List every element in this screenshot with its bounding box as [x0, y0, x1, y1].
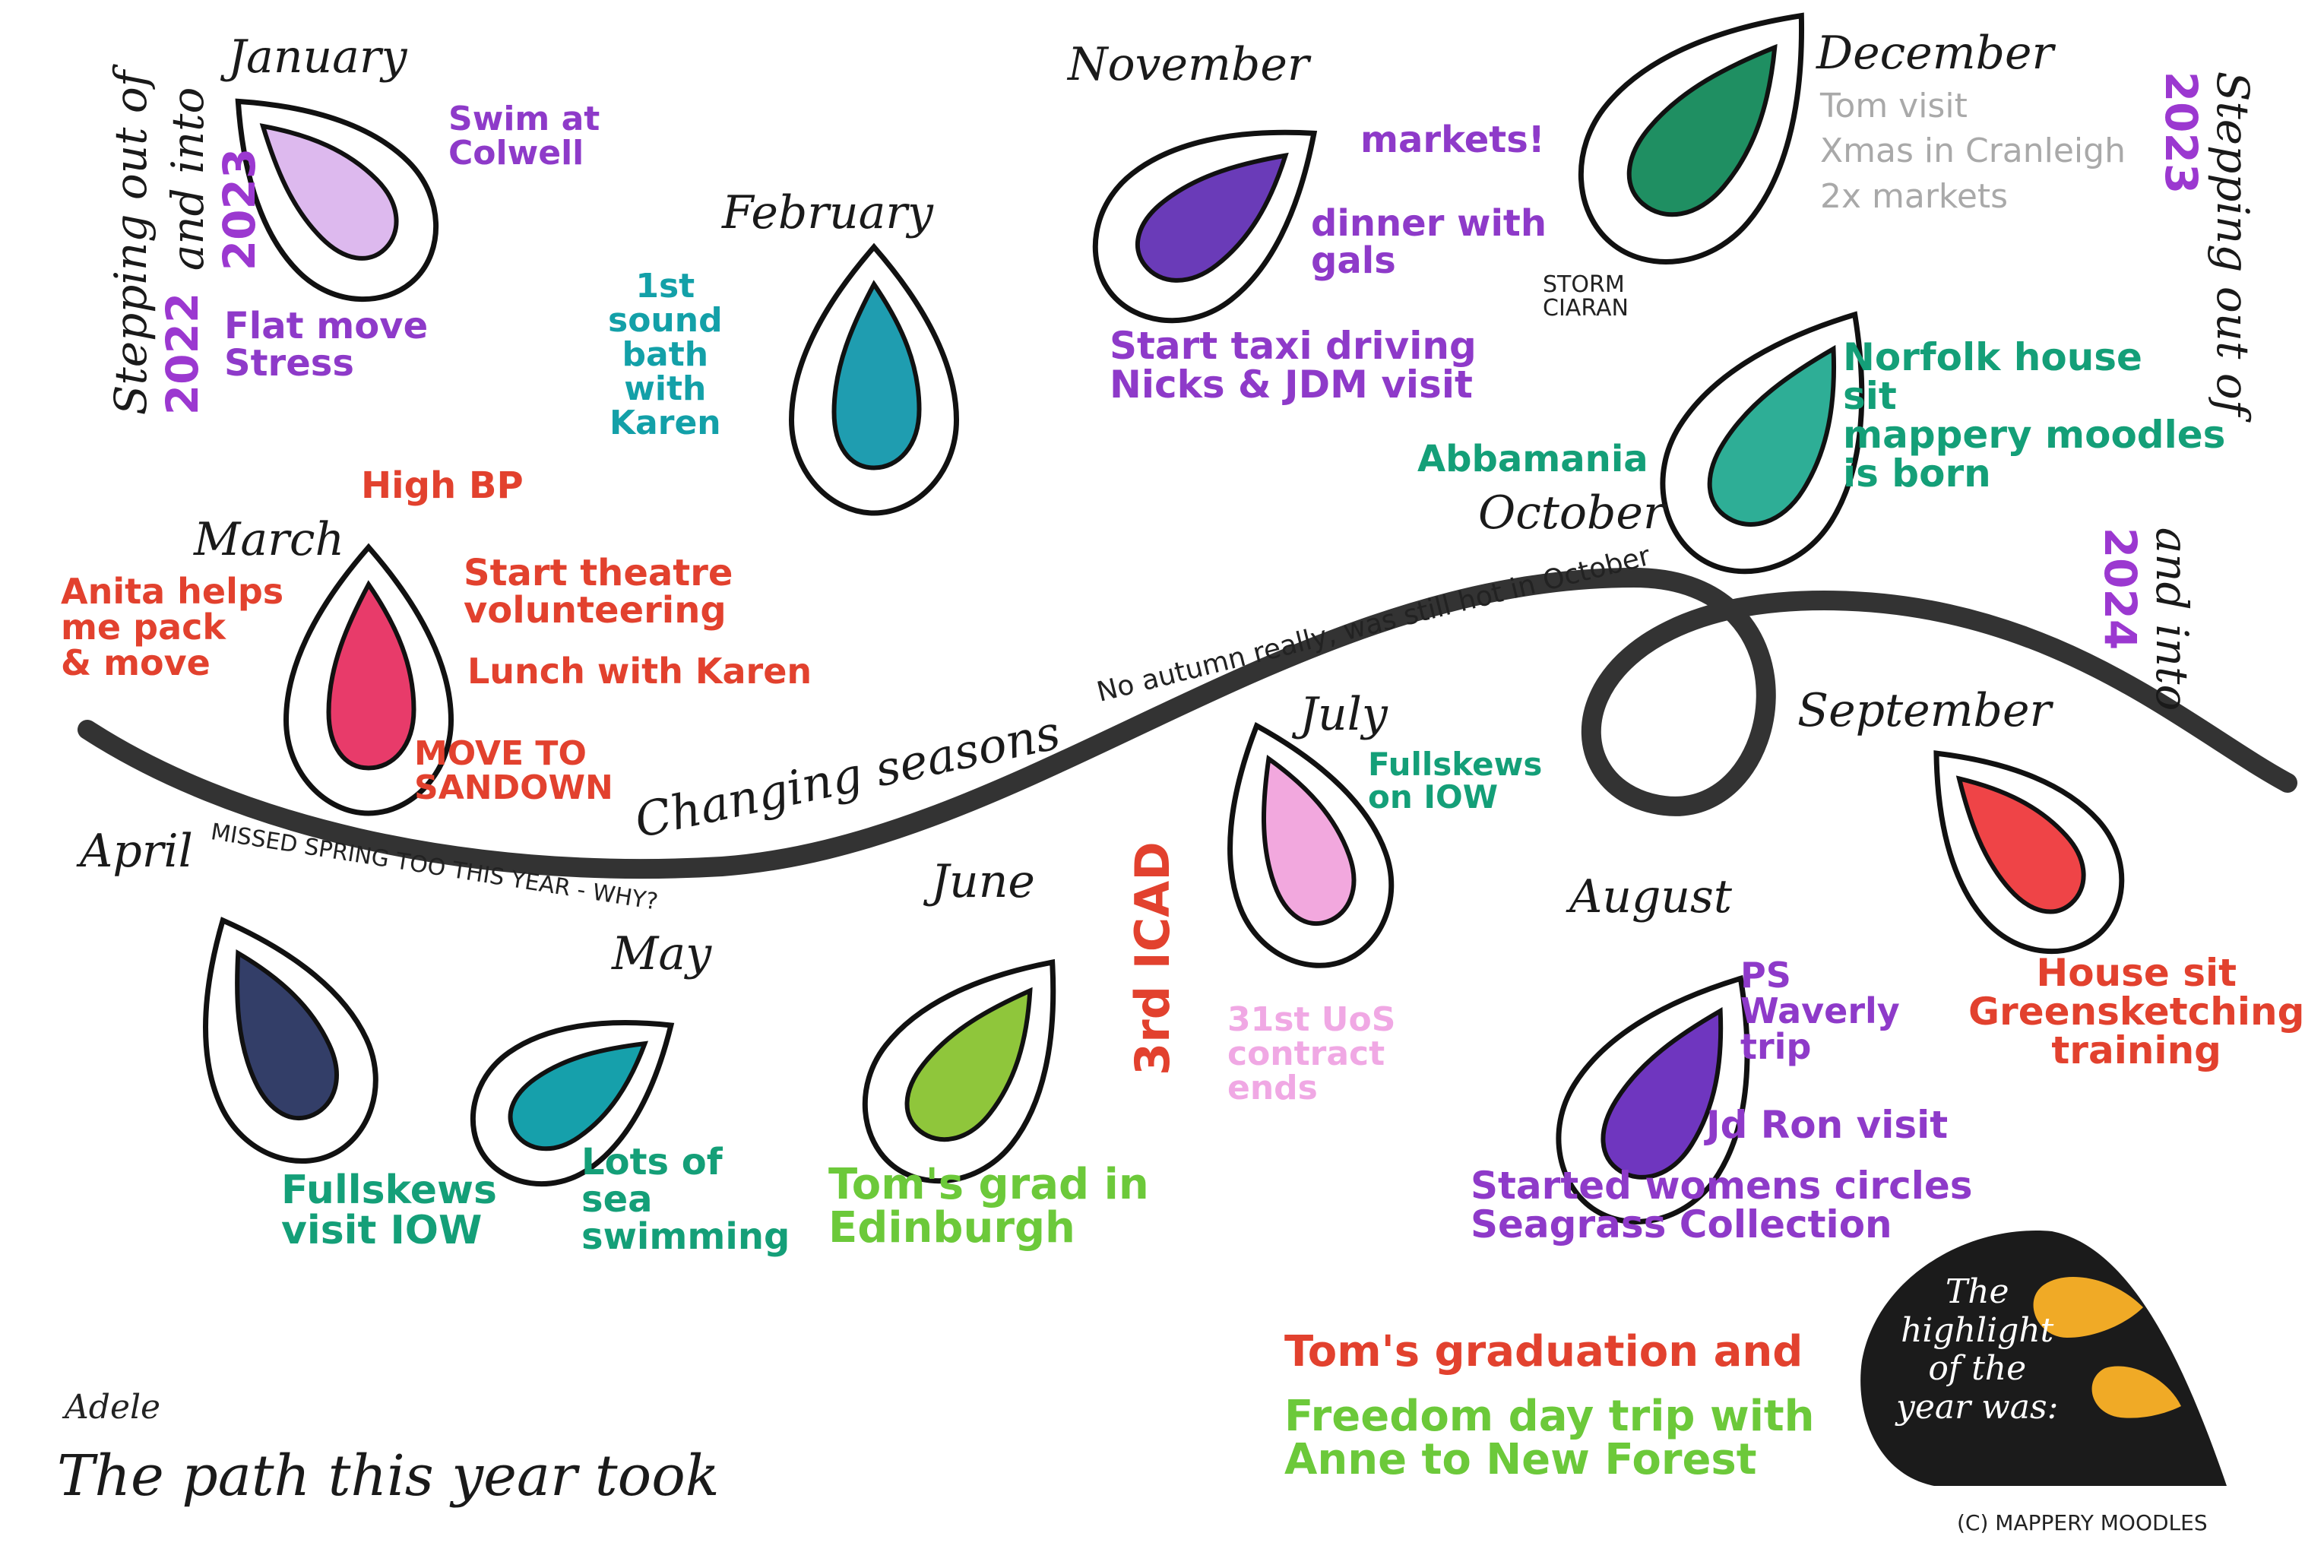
signature: Adele — [65, 1388, 161, 1427]
note-march-high-bp: High BP — [361, 464, 524, 507]
leaf-january-fill — [259, 123, 399, 261]
leaf-december — [1578, 12, 1805, 265]
note-october-abbamania: Abbamania — [1417, 438, 1648, 480]
note-april-fullskews: Fullskews visit IOW — [281, 1167, 497, 1254]
leaf-april-fill — [235, 949, 339, 1120]
highlight-prompt: The highlight of the year was: — [1896, 1272, 2059, 1427]
highlight-answer-1: Tom's graduation and — [1284, 1327, 1803, 1376]
month-august: August — [1569, 870, 1732, 923]
side-right-year-in: 2024 — [2094, 527, 2146, 651]
note-november-markets: markets! — [1360, 119, 1545, 161]
highlight-drop-1 — [2033, 1277, 2143, 1338]
leaf-june-fill — [904, 987, 1033, 1142]
note-march-theatre: Start theatre volunteering — [464, 552, 733, 632]
note-november-dinner: dinner with gals — [1311, 202, 1547, 282]
leaf-june — [862, 958, 1056, 1184]
side-text-right-1: Stepping out of 2023 — [2104, 15, 2310, 417]
note-february-sound-bath: 1st sound bath with Karen — [608, 267, 723, 442]
note-march-move-sandown: MOVE TO SANDOWN — [414, 734, 613, 807]
note-october-norfolk: Norfolk house sit mappery moodles is bor… — [1843, 335, 2226, 496]
leaf-march — [283, 543, 454, 816]
note-october-storm: STORM CIARAN — [1543, 271, 1629, 322]
leaf-november — [1092, 129, 1318, 324]
leaf-january — [235, 98, 439, 303]
month-september: September — [1797, 684, 2052, 737]
note-july-fullskews: Fullskews on IOW — [1368, 746, 1543, 816]
note-august-visit: Jd Ron visit — [1706, 1103, 1949, 1147]
note-may-swimming: Lots of sea swimming — [581, 1141, 790, 1258]
leaf-april — [203, 917, 378, 1164]
leaf-september — [1933, 750, 2125, 955]
leaf-november-fill — [1135, 152, 1289, 283]
note-september-house-sit: House sit Greensketching training — [1968, 951, 2305, 1072]
side-right-stepping: Stepping out of — [2207, 71, 2259, 417]
path-title: The path this year took — [57, 1443, 720, 1509]
note-july-contract: 31st UoS contract ends — [1227, 1000, 1396, 1107]
leaf-october — [1660, 311, 1865, 575]
leaf-august-fill — [1601, 1007, 1724, 1180]
leaf-february — [788, 242, 960, 516]
note-june-icad: 3rd ICAD — [1125, 841, 1180, 1075]
leaf-may-fill — [508, 1041, 649, 1151]
highlight-drop-2 — [2091, 1366, 2181, 1418]
leaf-march-fill — [326, 580, 416, 771]
leaf-october-fill — [1707, 344, 1836, 527]
month-february: February — [722, 186, 933, 239]
note-december: Tom visit Xmas in Cranleigh 2x markets — [1820, 87, 2126, 216]
leaf-august — [1556, 974, 1750, 1224]
month-may: May — [612, 927, 712, 980]
leaf-september-fill — [1955, 775, 2086, 914]
leaf-december-fill — [1626, 43, 1778, 217]
leaf-february-fill — [831, 280, 922, 470]
side-text-left-2: and into 2023 — [110, 87, 317, 327]
note-november-taxi: Start taxi driving Nicks & JDM visit — [1110, 324, 1477, 407]
leaf-july-fill — [1262, 755, 1357, 927]
leaf-group — [203, 12, 2125, 1224]
side-left-year-in: 2023 — [214, 147, 265, 271]
year-path — [78, 567, 2297, 879]
side-text-right-2: and into 2024 — [2043, 471, 2250, 711]
copyright: (C) MAPPERY MOODLES — [1957, 1510, 2208, 1535]
note-june-grad: Tom's grad in Edinburgh — [828, 1160, 1149, 1253]
side-right-year-out: 2023 — [2155, 71, 2207, 195]
side-left-and-into: and into — [162, 87, 214, 271]
note-march-anita: Anita helps me pack & move — [61, 571, 284, 683]
month-march: March — [194, 513, 345, 566]
month-april: April — [80, 825, 193, 878]
highlight-leaf-shape — [1860, 1231, 2227, 1486]
month-january: January — [228, 30, 407, 84]
leaf-july — [1227, 721, 1395, 968]
note-january-swim: Swim at Colwell — [448, 100, 600, 173]
highlight-leaf — [1860, 1231, 2227, 1486]
month-december: December — [1816, 27, 2054, 80]
note-january-flat-move: Flat move Stress — [224, 305, 429, 385]
month-november: November — [1068, 38, 1309, 91]
month-june: June — [931, 855, 1035, 908]
note-march-lunch: Lunch with Karen — [467, 651, 812, 692]
note-august-circles: Started womens circles Seagrass Collecti… — [1471, 1164, 1973, 1246]
month-july: July — [1300, 688, 1388, 741]
leaf-may — [470, 1020, 675, 1187]
side-right-and-into: and into — [2146, 527, 2198, 711]
note-august-waverly: PS Waverly trip — [1740, 955, 1900, 1067]
month-october: October — [1478, 486, 1665, 540]
highlight-answer-2: Freedom day trip with Anne to New Forest — [1284, 1392, 1815, 1485]
